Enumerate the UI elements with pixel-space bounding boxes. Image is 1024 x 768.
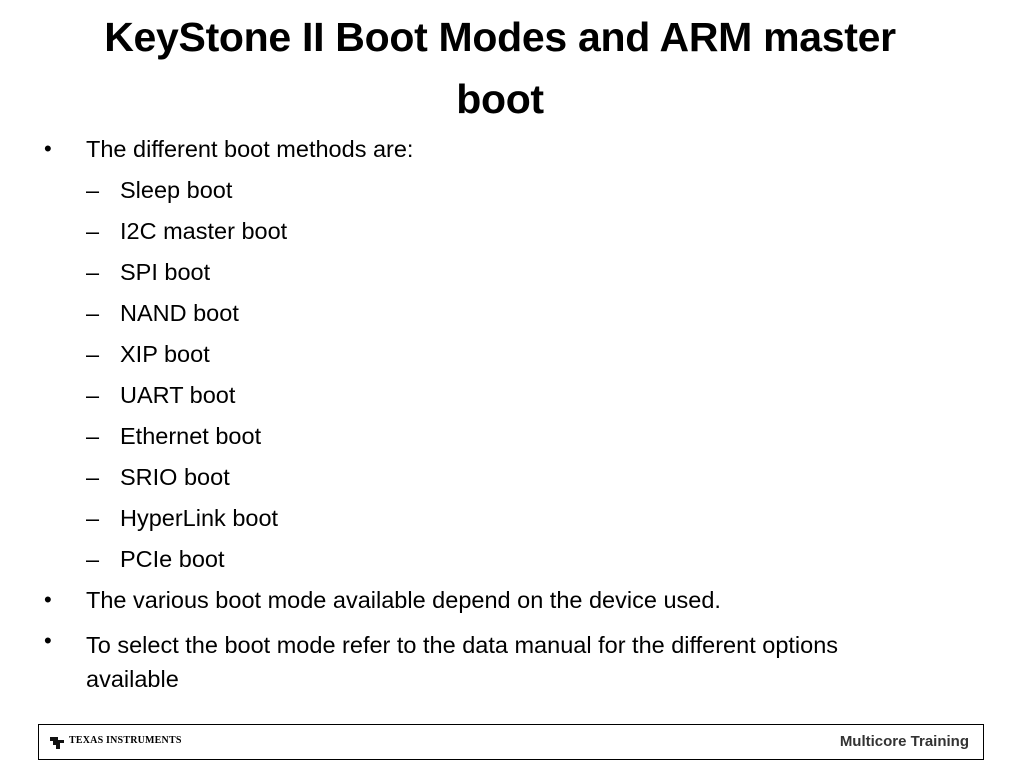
sub-item-text: HyperLink boot (120, 505, 279, 531)
sub-item-text: UART boot (120, 382, 236, 408)
texas-instruments-wordmark: TEXAS INSTRUMENTS (69, 735, 182, 746)
dash-marker: – (86, 505, 100, 531)
sub-item-text: XIP boot (120, 341, 210, 367)
slide-title-line-1: KeyStone II Boot Modes and ARM master (104, 14, 896, 60)
sub-item-text: SRIO boot (120, 464, 230, 490)
slide-title: KeyStone II Boot Modes and ARM master bo… (40, 6, 960, 130)
sub-item-text: SPI boot (120, 259, 211, 285)
dash-marker: – (86, 546, 100, 572)
dash-marker: – (86, 300, 100, 326)
bullet-marker: • (44, 628, 52, 653)
dash-marker: – (86, 177, 100, 203)
bullet-text: To select the boot mode refer to the dat… (86, 632, 839, 692)
sub-item-text: I2C master boot (120, 218, 288, 244)
sub-item-text: NAND boot (120, 300, 239, 326)
footer-course-title: Multicore Training (839, 733, 969, 750)
footer-bar: TEXAS INSTRUMENTS Multicore Training (38, 724, 984, 760)
dash-marker: – (86, 464, 100, 490)
sub-item-text: Ethernet boot (120, 423, 262, 449)
dash-marker: – (86, 218, 100, 244)
dash-marker: – (86, 382, 100, 408)
dash-marker: – (86, 341, 100, 367)
sub-item-text: Sleep boot (120, 177, 233, 203)
sub-item-text: PCIe boot (120, 546, 225, 572)
slide-title-line-2: boot (456, 76, 544, 122)
dash-marker: – (86, 423, 100, 449)
dash-marker: – (86, 259, 100, 285)
texas-instruments-logo-icon (50, 737, 64, 749)
bullet-marker: • (44, 587, 52, 612)
bullet-marker: • (44, 136, 52, 161)
bullet-text: The different boot methods are: (86, 136, 414, 162)
bullet-text: The various boot mode available depend o… (86, 587, 721, 613)
